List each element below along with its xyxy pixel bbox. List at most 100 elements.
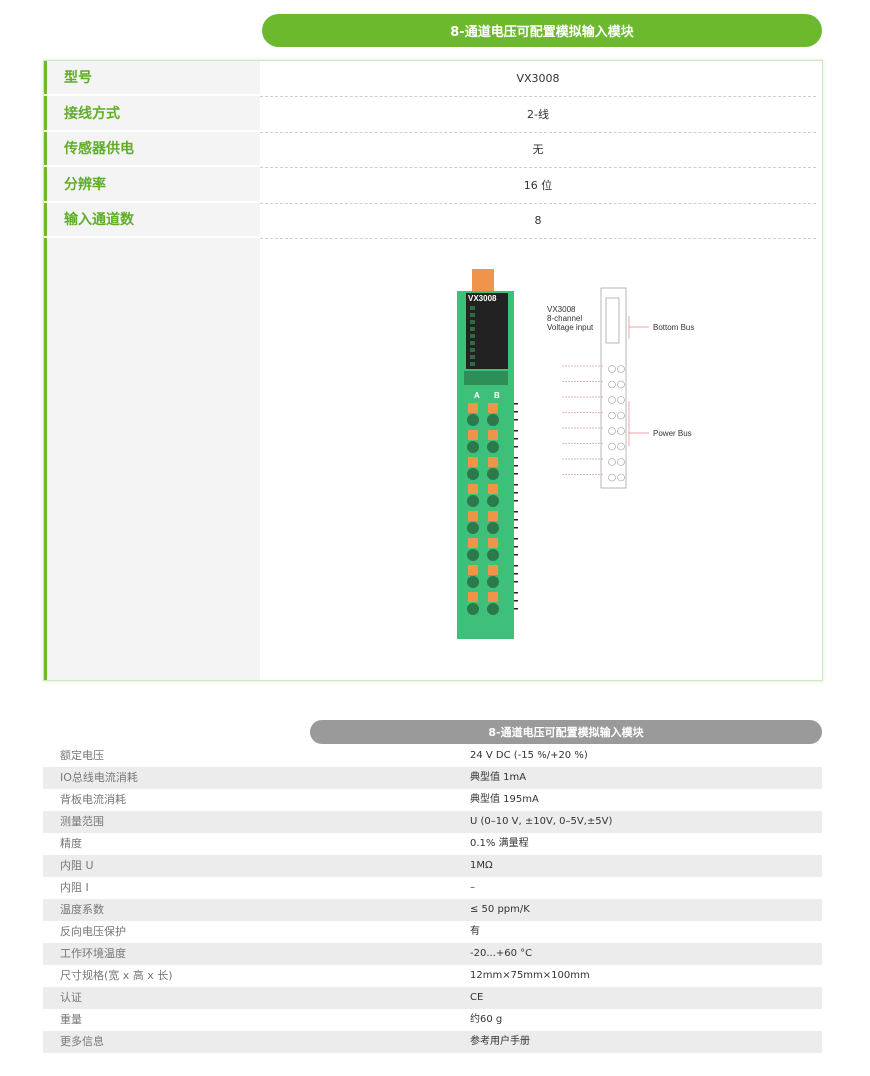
led-indicator (470, 341, 475, 345)
diagram-title: VX3008 (547, 305, 576, 314)
spec-value: 0.1% 满量程 (470, 838, 529, 849)
terminal-symbol (608, 442, 616, 451)
terminal-symbol (617, 396, 625, 404)
spec-label: 额定电压 (60, 749, 104, 762)
terminal-symbol (608, 380, 616, 389)
terminal-symbol (608, 396, 616, 404)
terminal-hole (467, 468, 479, 480)
rail-pin (514, 411, 518, 413)
spec-label: 温度系数 (60, 903, 104, 916)
product-image: VX3008 A B VX3008 8-channel Voltage inpu… (457, 269, 694, 639)
rail-pin (514, 511, 518, 513)
terminal-push-button (468, 592, 478, 602)
rail-pin (514, 600, 518, 602)
diagram-subtitle: 8-channel (547, 314, 582, 323)
rail-pin (514, 446, 518, 448)
terminal-symbol (608, 458, 616, 466)
terminal-symbol (617, 427, 625, 435)
led-indicator (470, 327, 475, 331)
terminal-hole (487, 603, 499, 615)
spec-label: 认证 (60, 991, 82, 1004)
rail-pin (514, 484, 518, 486)
rail-pin (514, 573, 518, 575)
terminal-hole (467, 414, 479, 426)
terminal-hole (487, 495, 499, 507)
bottom-bus-label: Bottom Bus (653, 323, 694, 332)
rail-pin (514, 519, 518, 521)
terminal-push-button (488, 457, 498, 467)
module-label: VX3008 (468, 294, 497, 303)
spec-value: 典型值 1mA (470, 772, 527, 783)
row-divider (44, 165, 260, 167)
spec-label: 内阻 U (60, 859, 94, 872)
terminal-push-button (488, 538, 498, 548)
rail-pin (514, 403, 518, 405)
led-indicator (470, 320, 475, 324)
terminal-hole (467, 495, 479, 507)
spec-label: 精度 (60, 837, 82, 850)
spec-label: 背板电流消耗 (60, 793, 126, 806)
terminal-push-button (488, 511, 498, 521)
led-indicator (470, 362, 475, 366)
spec-value: 1MΩ (470, 860, 493, 871)
row-value: 无 (260, 132, 816, 168)
spec-row: 传感器供电 无 (44, 132, 822, 168)
terminal-symbol (617, 411, 625, 420)
terminal-push-button (488, 565, 498, 575)
terminal-symbol (617, 380, 625, 389)
spec-label: 内阻 I (60, 881, 89, 894)
row-label: 传感器供电 (64, 141, 134, 157)
spec-value: ≤ 50 ppm/K (470, 904, 530, 915)
spec-label: 重量 (60, 1013, 82, 1026)
terminal-hole (467, 522, 479, 534)
spec-label: IO总线电流消耗 (60, 771, 138, 784)
spec-row: 反向电压保护 有 (43, 921, 822, 943)
spec-value: U (0–10 V, ±10V, 0–5V,±5V) (470, 816, 613, 827)
terminal-push-button (468, 538, 478, 548)
spec-row: 内阻 U 1MΩ (43, 855, 822, 877)
row-value: 16 位 (260, 168, 816, 204)
row-value: 2-线 (260, 97, 816, 133)
rail-pin (514, 592, 518, 594)
rail-pin (514, 581, 518, 583)
terminal-symbol (617, 473, 625, 482)
spec-row: 尺寸规格(宽 x 高 x 长)12mm×75mm×100mm (43, 965, 822, 987)
rail-pin (514, 492, 518, 494)
terminal-hole (487, 576, 499, 588)
rail-pin (514, 554, 518, 556)
spec-title-banner: 8-通道电压可配置模拟输入模块 (310, 720, 822, 744)
terminal-symbol (608, 473, 616, 482)
row-value: 8 (260, 203, 816, 239)
spec-row: 精度 0.1% 满量程 (43, 833, 822, 855)
led-indicator (470, 334, 475, 338)
rail-pin (514, 538, 518, 540)
power-bus-label: Power Bus (653, 429, 692, 438)
spec-row: IO总线电流消耗 典型值 1mA (43, 767, 822, 789)
terminal-push-button (488, 403, 498, 413)
spec-value: – (470, 882, 475, 893)
row-divider (44, 200, 260, 203)
terminal-push-button (488, 484, 498, 494)
terminal-hole (487, 414, 499, 426)
rail-pin (514, 438, 518, 440)
terminal-symbol (617, 365, 625, 373)
diagram-subtitle-2: Voltage input (547, 323, 594, 332)
spec-label: 工作环境温度 (60, 947, 126, 960)
rail-pin (514, 565, 518, 567)
spec-label: 反向电压保护 (60, 925, 126, 938)
terminal-hole (467, 603, 479, 615)
module-top-tab (472, 269, 494, 297)
led-indicator (470, 306, 475, 310)
terminal-push-button (468, 430, 478, 440)
spec-value: 有 (470, 926, 480, 937)
terminal-hole (487, 468, 499, 480)
spec-row: 温度系数 ≤ 50 ppm/K (43, 899, 822, 921)
terminal-push-button (468, 565, 478, 575)
spec-label: 尺寸规格(宽 x 高 x 长) (60, 969, 173, 982)
module-title-banner: 8-通道电压可配置模拟输入模块 (262, 14, 822, 47)
